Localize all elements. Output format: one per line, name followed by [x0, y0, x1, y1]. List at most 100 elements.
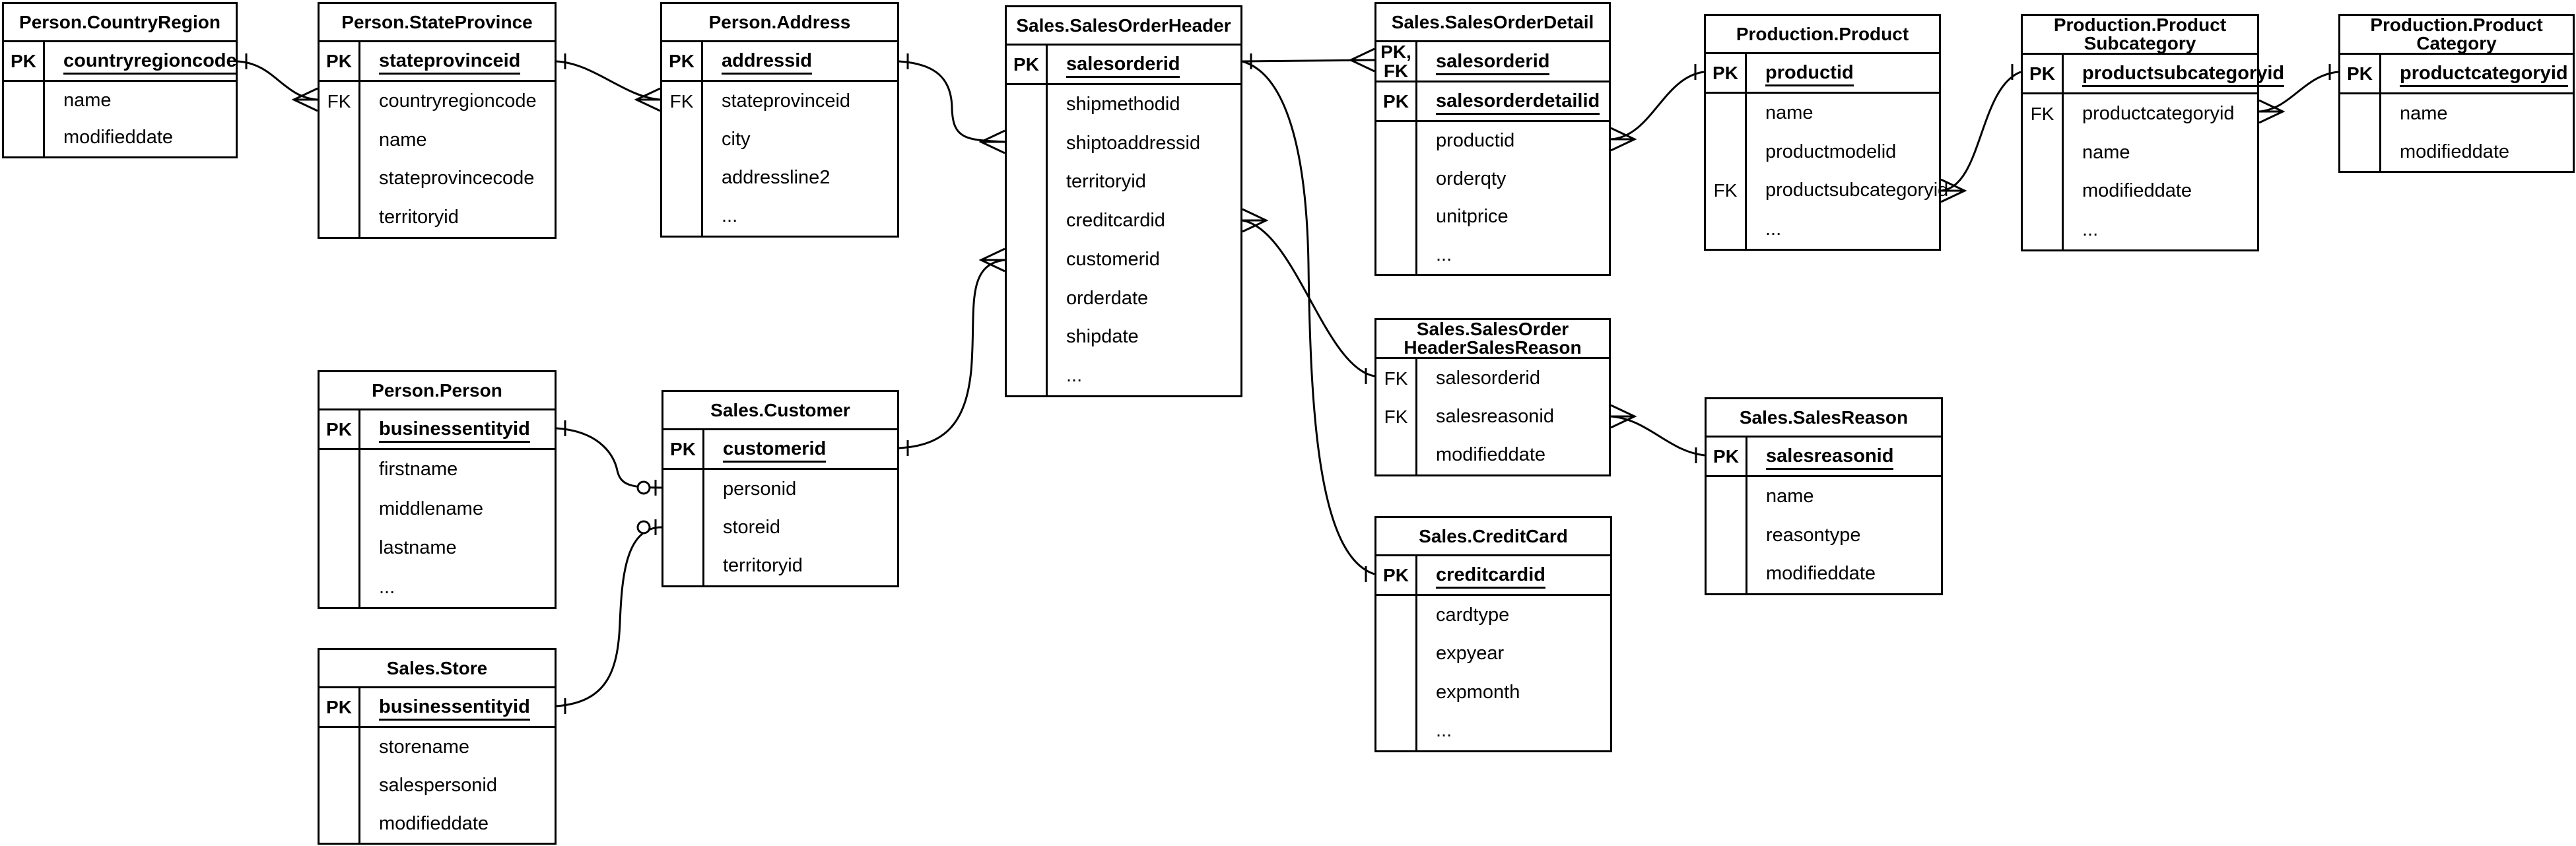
- key-row: PK addressid: [662, 42, 897, 80]
- field-row: FK countryregioncode: [320, 82, 555, 121]
- field-name: expyear: [1436, 643, 1505, 665]
- primary-key-field: salesorderdetailid: [1436, 90, 1600, 115]
- field-cell: addressid: [703, 50, 812, 75]
- key-label-cell: FK: [1706, 171, 1747, 211]
- key-label-line: FK: [327, 90, 351, 112]
- field-cell: businessentityid: [360, 696, 530, 721]
- relationship-prod-psc: [1941, 72, 2021, 191]
- field-name: cardtype: [1436, 604, 1510, 626]
- field-name: productmodelid: [1765, 141, 1897, 162]
- key-label-cell: [663, 508, 704, 547]
- key-row-section: PK addressid: [662, 42, 897, 82]
- key-label-cell: PK: [1007, 46, 1048, 83]
- cardinality-many-crowsfoot: [294, 88, 318, 111]
- field-row: addressline2: [662, 158, 897, 197]
- field-row: expyear: [1376, 634, 1610, 673]
- field-name: name: [1765, 102, 1813, 123]
- cardinality-many-crowsfoot: [636, 88, 660, 111]
- field-row: name: [1707, 477, 1941, 516]
- key-label-cell: [1376, 436, 1417, 474]
- entity-title: Sales.SalesOrderDetail: [1376, 4, 1609, 42]
- field-row: reasontype: [1707, 515, 1941, 555]
- key-label-line: PK: [669, 51, 695, 71]
- field-name: countryregioncode: [379, 90, 537, 112]
- cardinality-many-crowsfoot: [1611, 405, 1635, 428]
- key-label-cell: [1376, 160, 1417, 198]
- cardinality-many-crowsfoot: [981, 131, 1005, 153]
- field-name: shipdate: [1066, 326, 1139, 348]
- field-name: ...: [2082, 219, 2099, 241]
- key-label-line: FK: [1383, 61, 1409, 81]
- key-label-cell: [1706, 210, 1747, 249]
- entity-title: Sales.CreditCard: [1376, 518, 1610, 556]
- field-name: stateprovincecode: [379, 168, 535, 189]
- key-label-cell: PK: [320, 42, 360, 80]
- key-label-line: PK: [1383, 565, 1409, 585]
- field-name: productsubcategoryid: [1765, 179, 1949, 201]
- key-label-cell: [320, 766, 360, 804]
- field-row: ...: [2023, 211, 2257, 249]
- key-label-cell: PK: [1376, 556, 1417, 594]
- field-name: ...: [722, 205, 738, 227]
- field-name: storename: [379, 736, 470, 758]
- entity-title-line: Person.CountryRegion: [19, 11, 220, 32]
- field-row: FK productsubcategoryid: [1706, 171, 1948, 211]
- relationship-store-cust: [557, 527, 661, 706]
- field-row: modifieddate: [2340, 133, 2573, 171]
- field-row: productmodelid: [1706, 132, 1939, 172]
- entity-title-line: Sales.CreditCard: [1419, 525, 1568, 546]
- key-label-cell: PK: [1707, 438, 1747, 475]
- field-name: unitprice: [1436, 206, 1508, 228]
- field-cell: productid: [1747, 62, 1854, 86]
- field-cell: salesorderid: [1417, 50, 1550, 75]
- field-name: name: [379, 129, 427, 150]
- key-row: PK productid: [1706, 54, 1939, 92]
- entity-title-line: HeaderSalesReason: [1404, 337, 1582, 358]
- field-row: personid: [663, 470, 897, 509]
- key-label-line: PK: [1712, 63, 1738, 83]
- key-label-cell: PK: [1706, 54, 1747, 92]
- field-row: territoryid: [320, 198, 555, 237]
- field-name: modifieddate: [2082, 180, 2192, 202]
- cardinality-many-crowsfoot: [1611, 128, 1635, 150]
- field-cell: salesorderid: [1048, 53, 1180, 78]
- key-label-cell: [1007, 85, 1048, 124]
- field-row: ...: [320, 568, 555, 607]
- field-name: stateprovinceid: [722, 90, 851, 112]
- field-name: modifieddate: [1766, 563, 1876, 585]
- entity-title-line: Person.Address: [708, 11, 851, 32]
- entity-title-line: Person.StateProvince: [341, 11, 533, 32]
- key-label-cell: [1007, 201, 1048, 240]
- key-label-cell: [662, 197, 703, 236]
- primary-key-field: addressid: [722, 50, 812, 75]
- cardinality-many-crowsfoot: [1941, 179, 1965, 202]
- key-row: PK salesorderid: [1007, 46, 1240, 83]
- primary-key-field: salesorderid: [1066, 53, 1180, 78]
- field-name: ...: [1066, 365, 1083, 387]
- entity-title: Production.Product: [1706, 16, 1939, 54]
- key-label-cell: [1007, 240, 1048, 279]
- key-label-cell: FK: [320, 82, 360, 121]
- field-row: customerid: [1007, 240, 1240, 279]
- key-label-cell: FK: [1376, 397, 1417, 436]
- field-row: unitprice: [1376, 198, 1609, 236]
- field-name: middlename: [379, 498, 483, 519]
- key-label-line: PK: [1013, 54, 1039, 75]
- key-label-cell: [1706, 132, 1747, 172]
- field-row: modifieddate: [1707, 554, 1941, 594]
